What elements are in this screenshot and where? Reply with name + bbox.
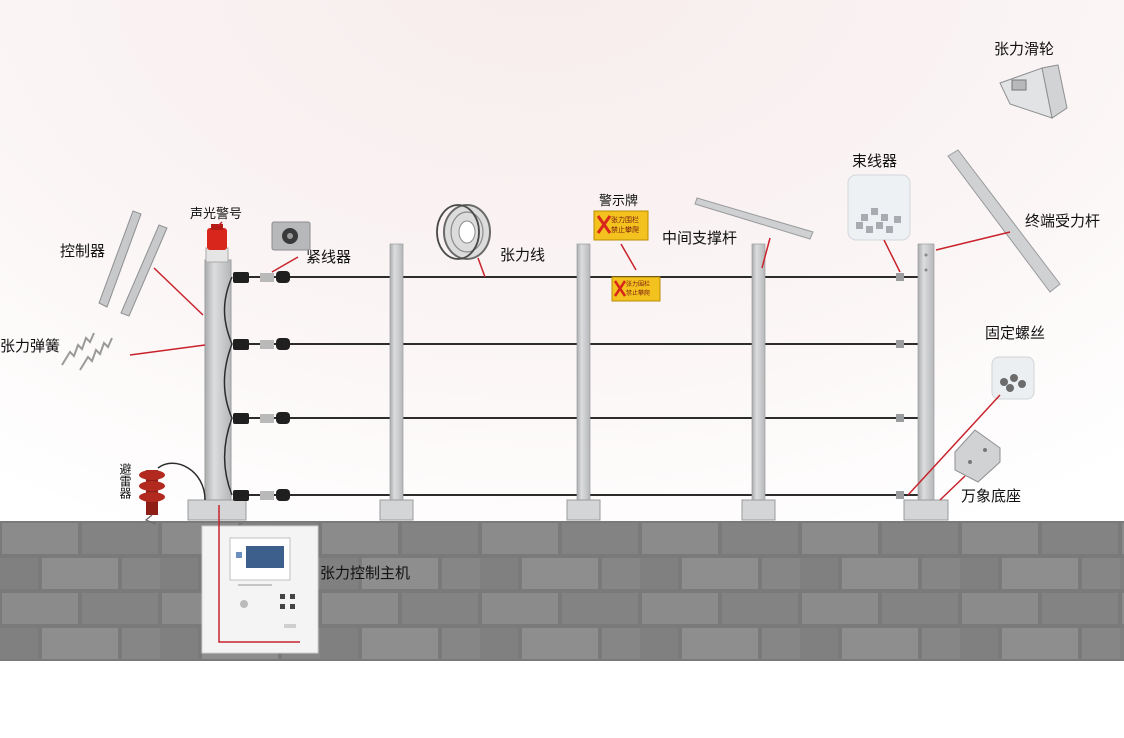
label-terminal-stress-pole: 终端受力杆: [1025, 212, 1101, 230]
warning-signs: [593, 210, 661, 302]
sign-text-line1: 张力围栏: [611, 216, 639, 224]
wire-bundler-bag: [847, 174, 911, 241]
tension-pulley: [999, 64, 1068, 119]
ground-white: [0, 661, 1124, 738]
leader-screw: [907, 394, 1001, 496]
universal-base: [954, 429, 1001, 483]
wire-coil: [436, 204, 491, 260]
label-middle-support-pole: 中间支撑杆: [662, 229, 738, 247]
alarm-light: [205, 224, 229, 263]
sign-text-line2: 禁止攀爬: [611, 226, 639, 234]
brick-wall: [0, 521, 1124, 661]
middle-support-bar: [694, 197, 814, 240]
leader-lines: [129, 221, 1011, 643]
leader-wire: [477, 257, 486, 278]
label-tension-pulley: 张力滑轮: [994, 40, 1055, 58]
leader-bundler: [883, 239, 901, 273]
leader-host: [218, 505, 300, 643]
sign-text-small-line1: 张力围栏: [626, 281, 651, 288]
fixing-screw-bag: [991, 356, 1035, 400]
support-pole: [741, 243, 776, 521]
sign-text-small-line2: 禁止攀爬: [626, 290, 651, 297]
terminal-pole-left: [187, 224, 290, 521]
leader-support: [761, 237, 771, 269]
label-fixing-screw: 固定螺丝: [985, 324, 1046, 342]
leader-tensioner: [271, 256, 299, 273]
label-controller: 控制器: [60, 242, 106, 260]
label-warning-sign: 警示牌: [599, 194, 639, 209]
leader-base: [939, 475, 966, 501]
terminal-pole-right: [896, 243, 949, 521]
label-alarm-light: 声光警号: [190, 207, 243, 222]
label-lightning-arrester: 避雷器: [118, 463, 132, 499]
label-tension-spring: 张力弹簧: [0, 337, 61, 355]
lightning-arrester: [139, 462, 206, 525]
leader-controller: [153, 267, 204, 316]
label-tension-wire: 张力线: [500, 246, 546, 264]
leader-sign: [620, 243, 637, 271]
leader-alarm: [217, 221, 223, 227]
tension-springs: [61, 332, 113, 371]
tensioner-device: [271, 221, 311, 251]
label-tension-control-host: 张力控制主机: [320, 564, 411, 582]
support-poles: [379, 243, 776, 521]
label-universal-base: 万象底座: [961, 487, 1022, 505]
label-tensioner: 紧线器: [306, 248, 352, 266]
tension-control-host: [201, 525, 319, 654]
label-wire-bundler: 束线器: [852, 152, 898, 170]
controller-bars: [98, 210, 168, 317]
leader-spring: [129, 344, 206, 356]
leader-terminal: [935, 231, 1011, 251]
terminal-stress-bar: [947, 149, 1061, 293]
support-pole: [566, 243, 601, 521]
support-pole: [379, 243, 414, 521]
